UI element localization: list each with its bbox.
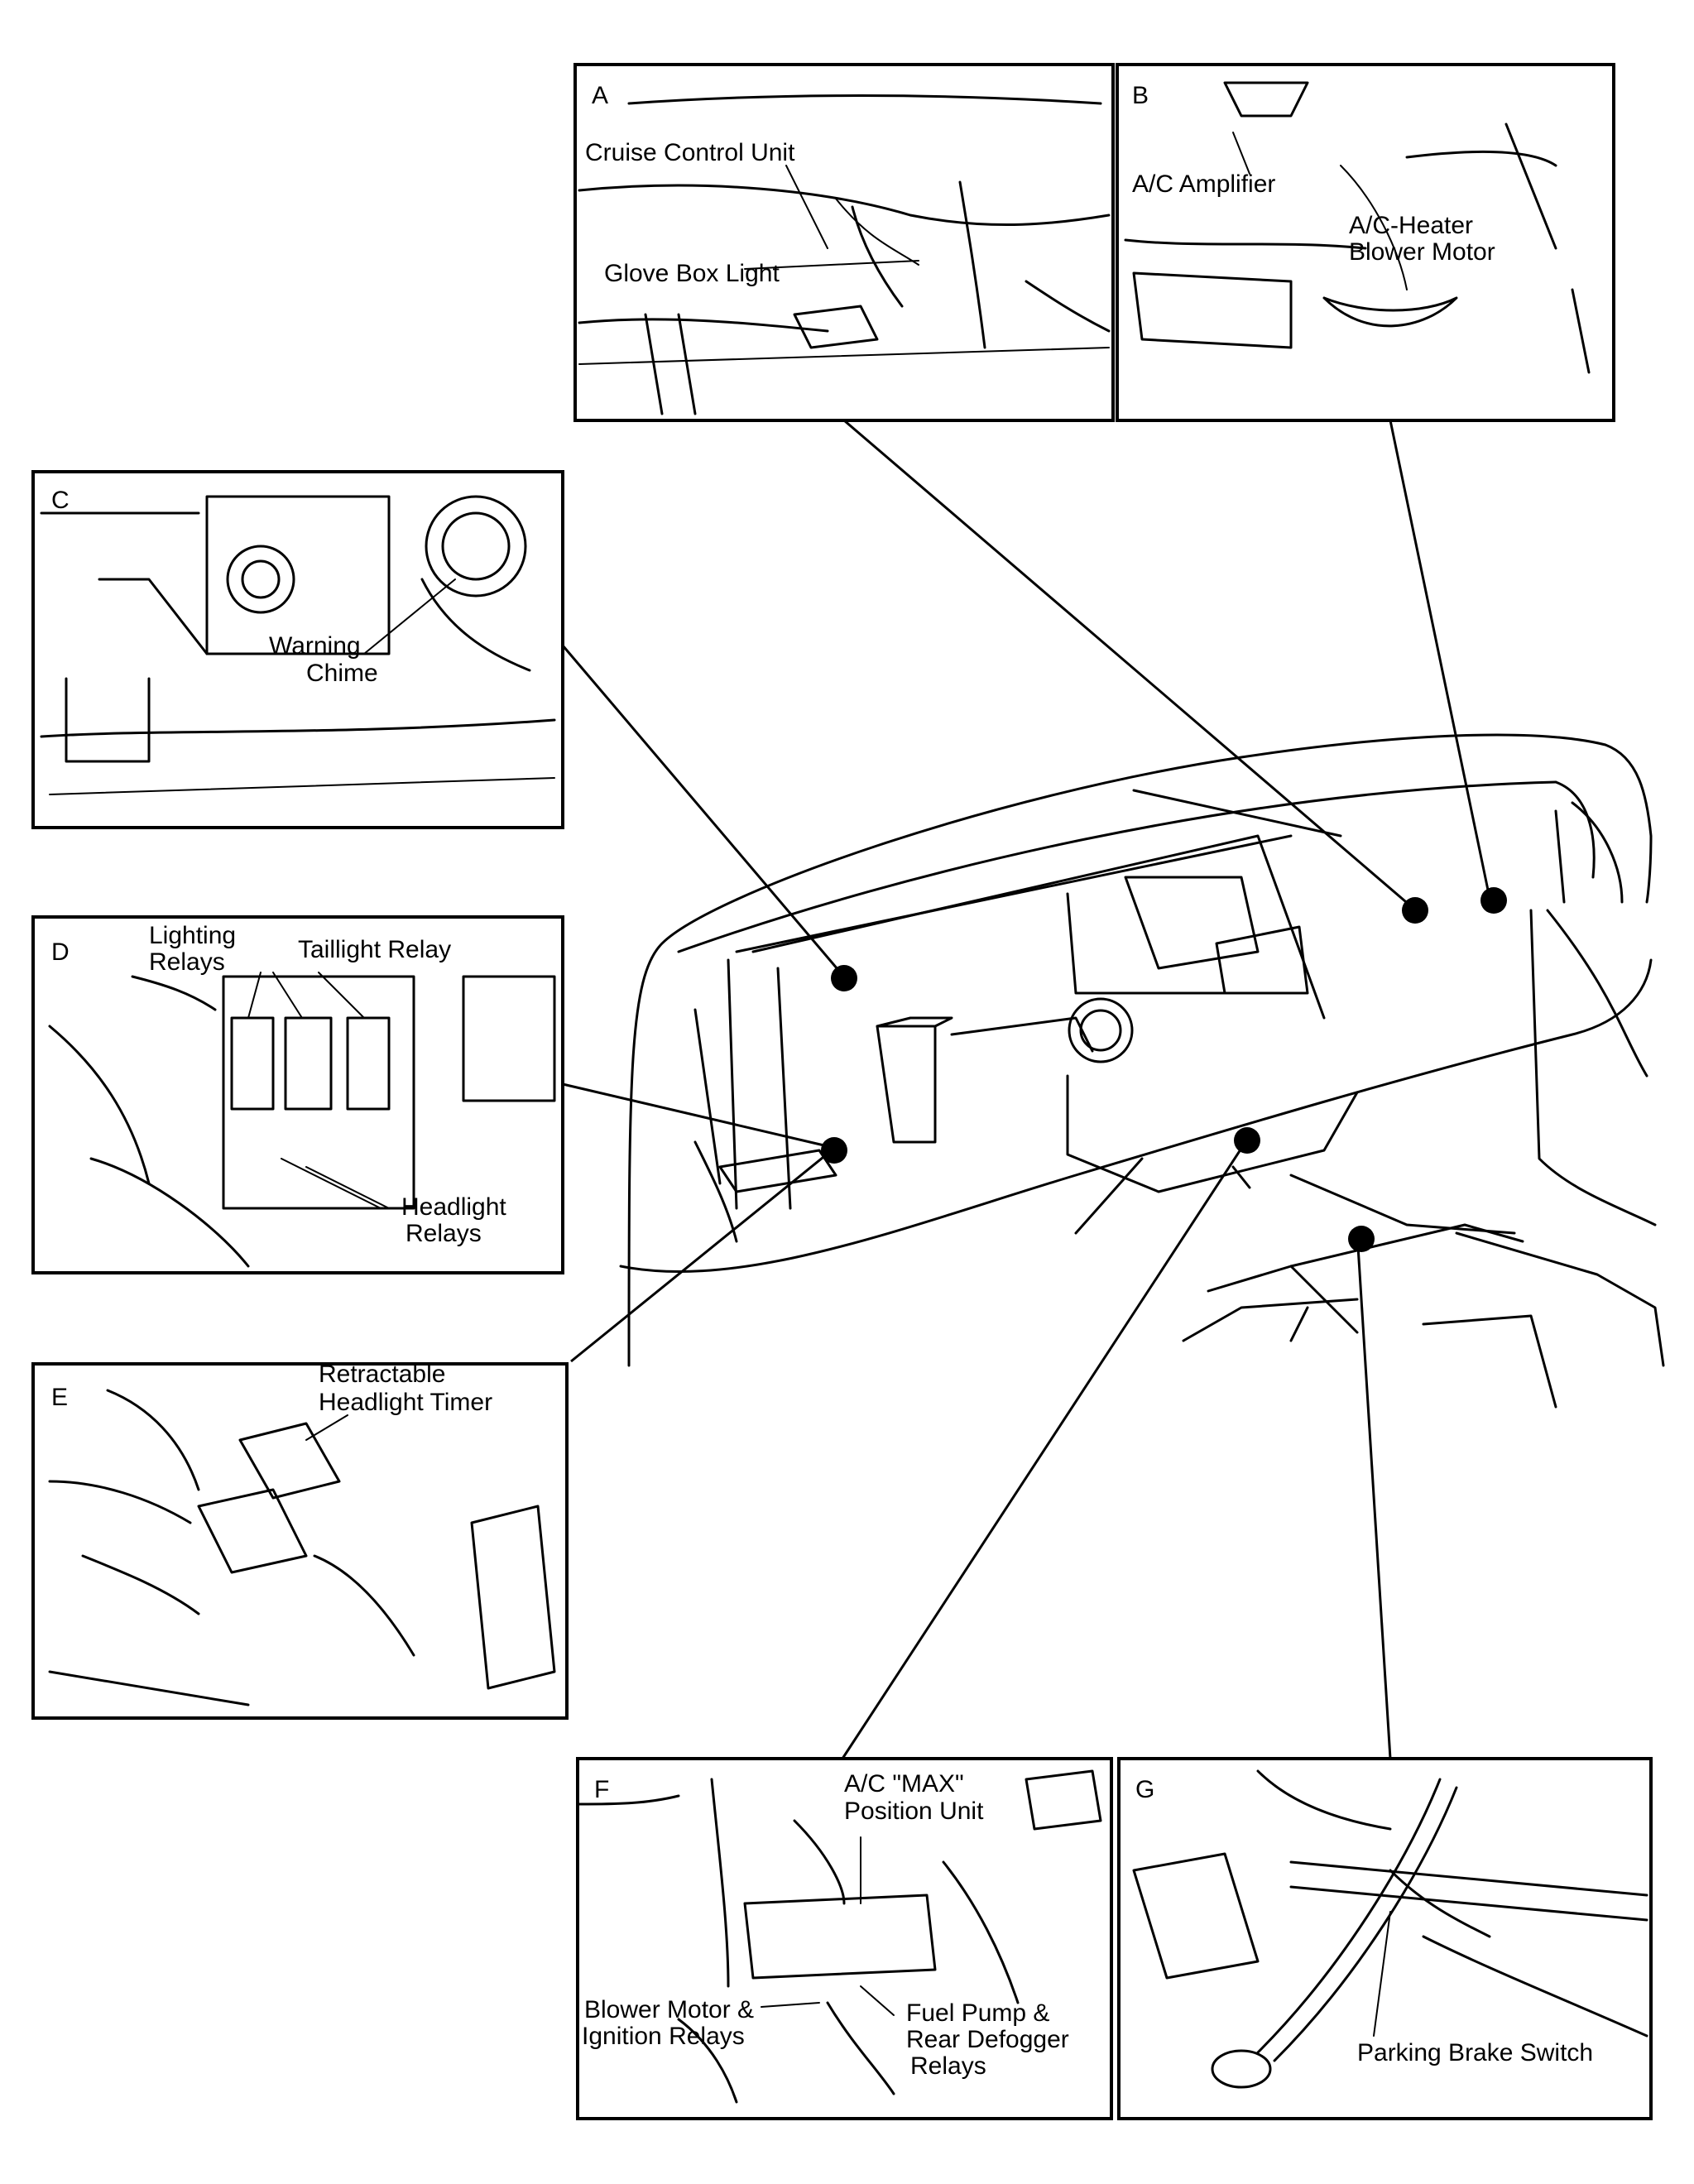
leader-lines (561, 419, 1491, 1759)
panel-d-letter: D (51, 938, 70, 966)
label-lighting: Lighting (149, 922, 236, 949)
location-dot-f (1234, 1127, 1260, 1154)
panel-b-letter: B (1132, 82, 1149, 109)
label-position-unit: Position Unit (844, 1798, 984, 1825)
label-ac-heater: A/C-Heater (1349, 212, 1473, 239)
panel-g-letter: G (1135, 1776, 1154, 1803)
label-headlight-timer: Headlight Timer (319, 1389, 492, 1416)
panel-a-letter: A (592, 82, 608, 109)
panel-d: D Lighting Relays Taillight Relay Headli… (31, 915, 564, 1274)
panel-b: B A/C Amplifier A/C-Heater Blower Motor (1116, 63, 1615, 422)
label-ac-max: A/C "MAX" (844, 1770, 964, 1798)
panel-e: E Retractable Headlight Timer (31, 1361, 569, 1720)
label-glove-box-light: Glove Box Light (604, 260, 780, 287)
label-ignition-relays: Ignition Relays (582, 2023, 745, 2050)
panel-c: C Warning Chime (31, 470, 564, 829)
panel-f-letter: F (594, 1776, 609, 1803)
panel-c-letter: C (51, 487, 70, 514)
location-dot-g (1348, 1226, 1375, 1252)
label-chime: Chime (306, 660, 378, 687)
label-rear-defogger: Rear Defogger (906, 2026, 1069, 2053)
label-blower-motor-f: Blower Motor & (584, 1996, 754, 2023)
label-fuel-pump: Fuel Pump & (906, 1999, 1049, 2027)
panel-g: G Parking Brake Switch (1117, 1757, 1653, 2120)
panel-f: F A/C "MAX" Position Unit Blower Motor &… (576, 1757, 1113, 2120)
location-dot-a (1402, 897, 1428, 924)
label-relays-d2: Relays (406, 1220, 482, 1247)
location-dot-d (821, 1137, 847, 1164)
panel-a: A Cruise Control Unit Glove Box Light (573, 63, 1115, 422)
dashboard-drawing (619, 733, 1665, 1409)
location-dot-c (831, 965, 857, 991)
label-ac-amplifier: A/C Amplifier (1132, 170, 1275, 198)
label-retractable: Retractable (319, 1361, 445, 1388)
label-blower-motor-b: Blower Motor (1349, 238, 1495, 266)
label-taillight-relay: Taillight Relay (298, 936, 451, 963)
label-warning: Warning (269, 632, 361, 660)
panel-e-letter: E (51, 1384, 68, 1411)
label-relays-f: Relays (910, 2052, 986, 2080)
label-parking-brake-switch: Parking Brake Switch (1357, 2039, 1593, 2066)
label-cruise-control-unit: Cruise Control Unit (585, 139, 795, 166)
label-relays-d1: Relays (149, 948, 225, 976)
location-dot-b (1480, 887, 1507, 914)
label-headlight: Headlight (401, 1193, 506, 1221)
location-dots (821, 887, 1507, 1252)
